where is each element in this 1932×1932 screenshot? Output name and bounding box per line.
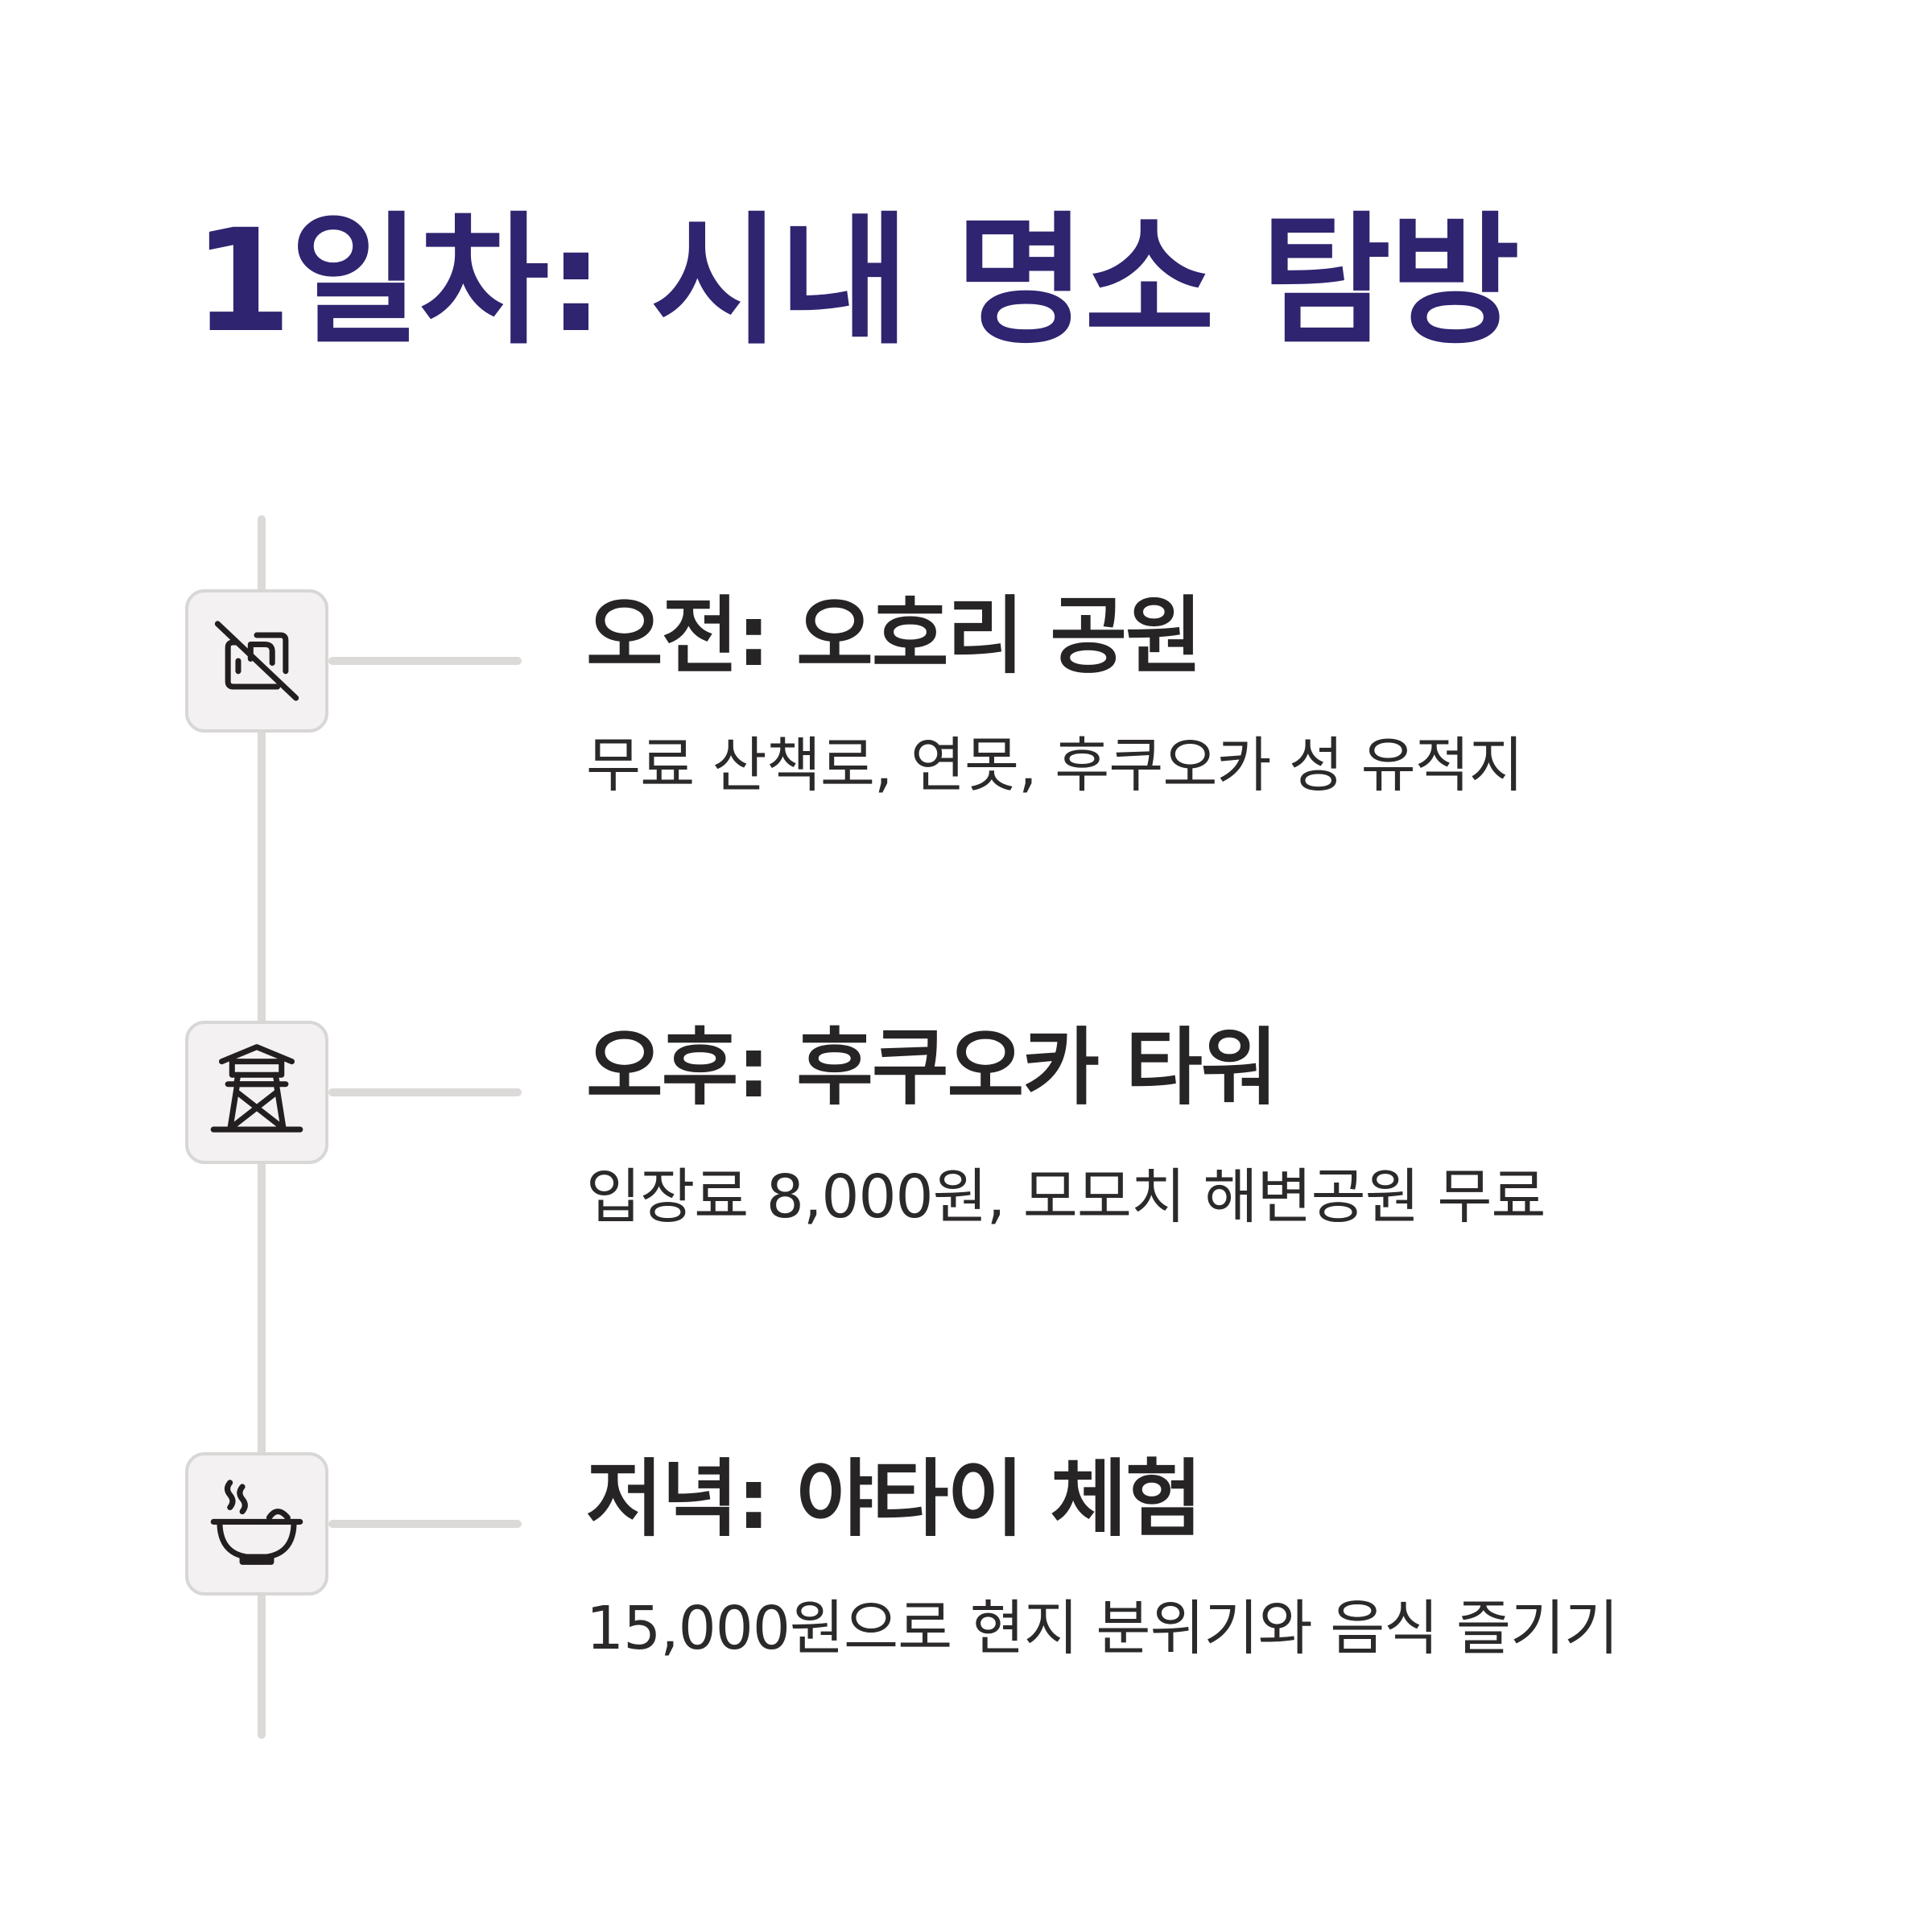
timeline-item-description: 무료 산책로, 연못, 후쿠오카 성 유적지 bbox=[586, 731, 1524, 800]
timeline-item-heading: 오후: 후쿠오카 타워 bbox=[586, 1018, 1278, 1117]
timeline-item-heading: 오전: 오호리 공원 bbox=[586, 587, 1203, 685]
timeline-connector bbox=[328, 657, 522, 665]
timeline-item-description: 입장료 8,000원, 모모치 해변공원 무료 bbox=[586, 1162, 1546, 1232]
timeline-item-icon-box bbox=[185, 589, 328, 733]
steaming-bowl-icon bbox=[210, 1480, 303, 1565]
timeline-item-heading: 저녁: 야타이 체험 bbox=[586, 1450, 1203, 1548]
timeline-connector bbox=[328, 1088, 522, 1096]
page-title: 1일차: 시내 명소 탐방 bbox=[193, 199, 1520, 364]
no-camera-icon bbox=[214, 621, 299, 701]
timeline-item-icon-box bbox=[185, 1021, 328, 1164]
timeline-connector bbox=[328, 1520, 522, 1528]
tower-icon bbox=[210, 1044, 303, 1133]
timeline-item-description: 15,000원으로 현지 분위기와 음식 즐기기 bbox=[586, 1594, 1619, 1663]
timeline-item-icon-box bbox=[185, 1452, 328, 1596]
